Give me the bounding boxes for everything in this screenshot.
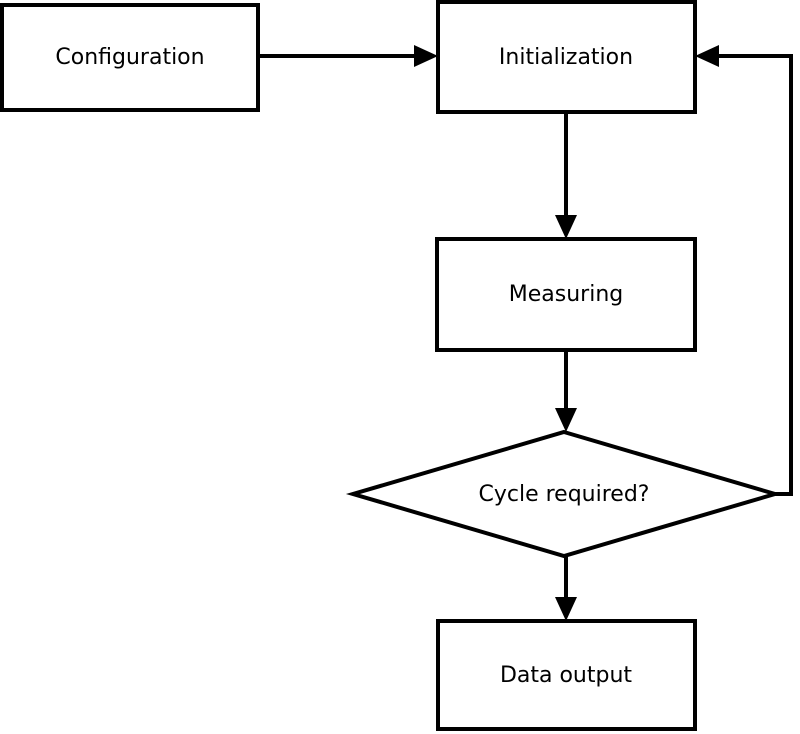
node-measuring-label: Measuring (509, 282, 623, 307)
arrowhead-icon (555, 597, 577, 621)
node-configuration[interactable]: Configuration (0, 3, 260, 112)
node-measuring[interactable]: Measuring (435, 237, 697, 352)
edge-line (709, 54, 793, 496)
node-data-output-label: Data output (500, 663, 632, 688)
arrowhead-icon (555, 215, 577, 239)
edge-measuring-cycle-required (555, 350, 577, 432)
edge-configuration-initialization (258, 45, 438, 67)
node-configuration-box[interactable] (0, 3, 260, 112)
node-cycle-required-label: Cycle required? (479, 482, 650, 507)
edge-cycle-required-initialization-feedback (695, 45, 793, 496)
node-configuration-label: Configuration (55, 45, 204, 70)
node-initialization-box[interactable] (436, 0, 697, 114)
edge-initialization-measuring (555, 112, 577, 239)
node-layer: Configuration Initialization Measuring C… (0, 0, 783, 731)
node-data-output-box[interactable] (436, 619, 697, 731)
node-cycle-required-diamond[interactable] (345, 429, 783, 559)
node-initialization[interactable]: Initialization (436, 0, 697, 114)
arrowhead-icon (555, 408, 577, 432)
edge-cycle-required-data-output (555, 556, 577, 621)
arrowhead-icon (695, 45, 719, 67)
node-initialization-label: Initialization (499, 45, 633, 70)
node-cycle-required[interactable]: Cycle required? (345, 429, 783, 559)
node-data-output[interactable]: Data output (436, 619, 697, 731)
node-measuring-box[interactable] (435, 237, 697, 352)
arrowhead-icon (414, 45, 438, 67)
